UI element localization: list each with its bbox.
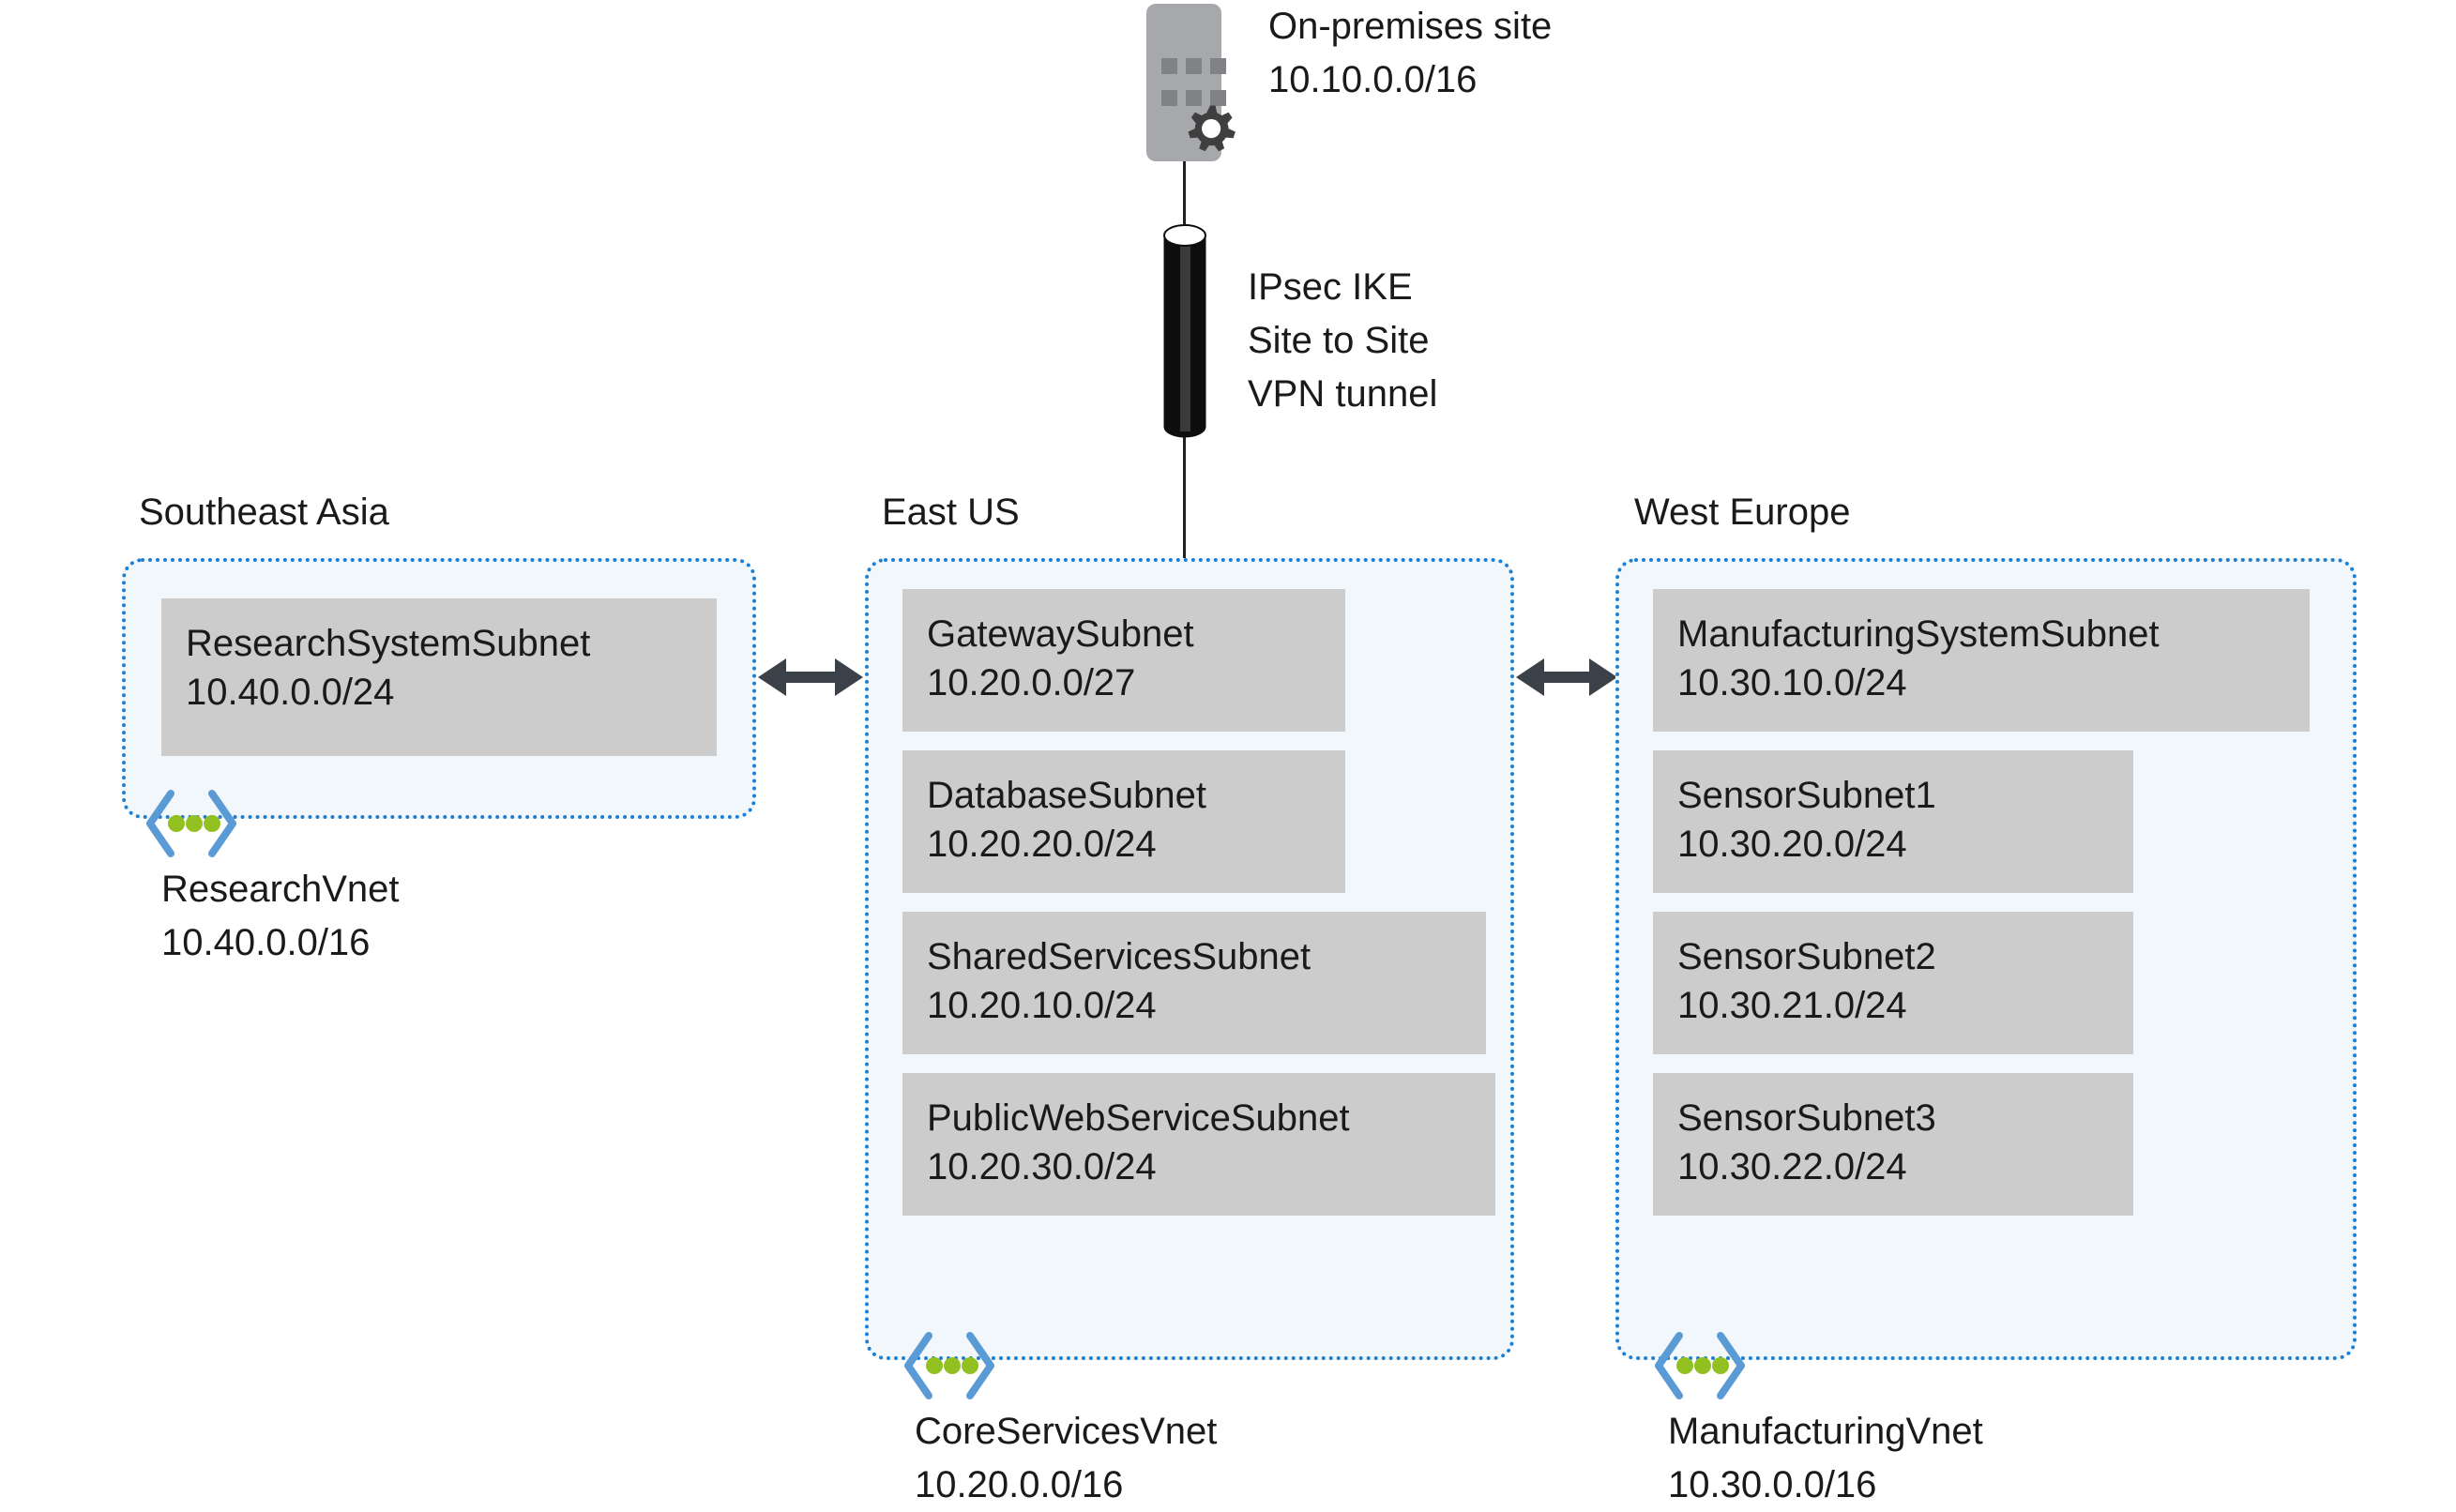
server-window-2 <box>1186 58 1202 74</box>
subnet-cidr: 10.20.0.0/27 <box>927 662 1136 703</box>
subnet-name: PublicWebServiceSubnet <box>927 1097 1350 1139</box>
vpn-label-line-1: IPsec IKE <box>1248 266 1413 308</box>
gear-icon <box>1188 105 1236 152</box>
vnet-caption-core-services: CoreServicesVnet 10.20.0.0/16 <box>915 1405 1217 1512</box>
vnet-peering-icon-manufacturing <box>1655 1332 1745 1399</box>
subnet-research-system[interactable]: ResearchSystemSubnet 10.40.0.0/24 <box>161 598 717 756</box>
vpn-tunnel-label-block: IPsec IKE Site to Site VPN tunnel <box>1248 261 1557 421</box>
region-label-southeast-asia: Southeast Asia <box>139 491 389 533</box>
subnet-name: SensorSubnet1 <box>1677 775 1936 816</box>
subnet-sensor-3[interactable]: SensorSubnet3 10.30.22.0/24 <box>1653 1073 2133 1216</box>
vnet-cidr: 10.20.0.0/16 <box>915 1464 1124 1505</box>
peering-double-arrow-right[interactable] <box>1516 649 1617 705</box>
server-window-1 <box>1161 58 1177 74</box>
peering-double-arrow-left[interactable] <box>758 649 863 705</box>
subnet-cidr: 10.30.21.0/24 <box>1677 985 1907 1026</box>
vpn-label-line-3: VPN tunnel <box>1248 373 1438 415</box>
vnet-cidr: 10.40.0.0/16 <box>161 922 371 963</box>
subnet-cidr: 10.30.10.0/24 <box>1677 662 1907 703</box>
vnet-caption-manufacturing: ManufacturingVnet 10.30.0.0/16 <box>1668 1405 1983 1512</box>
vnet-cidr: 10.30.0.0/16 <box>1668 1464 1877 1505</box>
subnet-name: GatewaySubnet <box>927 613 1194 655</box>
subnet-name: ManufacturingSystemSubnet <box>1677 613 2160 655</box>
subnet-manufacturing-system[interactable]: ManufacturingSystemSubnet 10.30.10.0/24 <box>1653 589 2310 732</box>
subnet-sensor-2[interactable]: SensorSubnet2 10.30.21.0/24 <box>1653 912 2133 1054</box>
subnet-sensor-1[interactable]: SensorSubnet1 10.30.20.0/24 <box>1653 750 2133 893</box>
subnet-name: SharedServicesSubnet <box>927 936 1311 977</box>
vnet-name: CoreServicesVnet <box>915 1411 1218 1452</box>
onpremises-label-block: On-premises site 10.10.0.0/16 <box>1268 0 1700 107</box>
subnet-cidr: 10.30.22.0/24 <box>1677 1146 1907 1187</box>
subnet-shared-services[interactable]: SharedServicesSubnet 10.20.10.0/24 <box>902 912 1486 1054</box>
subnet-gateway[interactable]: GatewaySubnet 10.20.0.0/27 <box>902 589 1345 732</box>
vpn-label-line-2: Site to Site <box>1248 320 1430 361</box>
subnet-database[interactable]: DatabaseSubnet 10.20.20.0/24 <box>902 750 1345 893</box>
subnet-cidr: 10.20.30.0/24 <box>927 1146 1157 1187</box>
subnet-cidr: 10.30.20.0/24 <box>1677 824 1907 865</box>
vnet-peering-icon-research <box>146 790 236 857</box>
server-window-6 <box>1210 90 1226 106</box>
region-label-east-us: East US <box>882 491 1020 533</box>
subnet-name: DatabaseSubnet <box>927 775 1207 816</box>
vnet-name: ManufacturingVnet <box>1668 1411 1983 1452</box>
server-window-3 <box>1210 58 1226 74</box>
region-label-west-europe: West Europe <box>1634 491 1851 533</box>
onpremises-cidr: 10.10.0.0/16 <box>1268 59 1478 100</box>
server-window-5 <box>1186 90 1202 106</box>
subnet-cidr: 10.20.20.0/24 <box>927 824 1157 865</box>
server-window-4 <box>1161 90 1177 106</box>
subnet-name: SensorSubnet3 <box>1677 1097 1936 1139</box>
subnet-name: ResearchSystemSubnet <box>186 623 591 664</box>
subnet-name: SensorSubnet2 <box>1677 936 1936 977</box>
vnet-peering-icon-core-services <box>904 1332 994 1399</box>
vpn-tunnel-cylinder-icon <box>1163 224 1206 438</box>
vnet-name: ResearchVnet <box>161 869 400 910</box>
subnet-cidr: 10.40.0.0/24 <box>186 672 395 713</box>
vnet-caption-research: ResearchVnet 10.40.0.0/16 <box>161 863 399 970</box>
onpremises-server-icon <box>1146 4 1236 161</box>
onpremises-name: On-premises site <box>1268 6 1553 47</box>
subnet-cidr: 10.20.10.0/24 <box>927 985 1157 1026</box>
subnet-public-web-service[interactable]: PublicWebServiceSubnet 10.20.30.0/24 <box>902 1073 1495 1216</box>
